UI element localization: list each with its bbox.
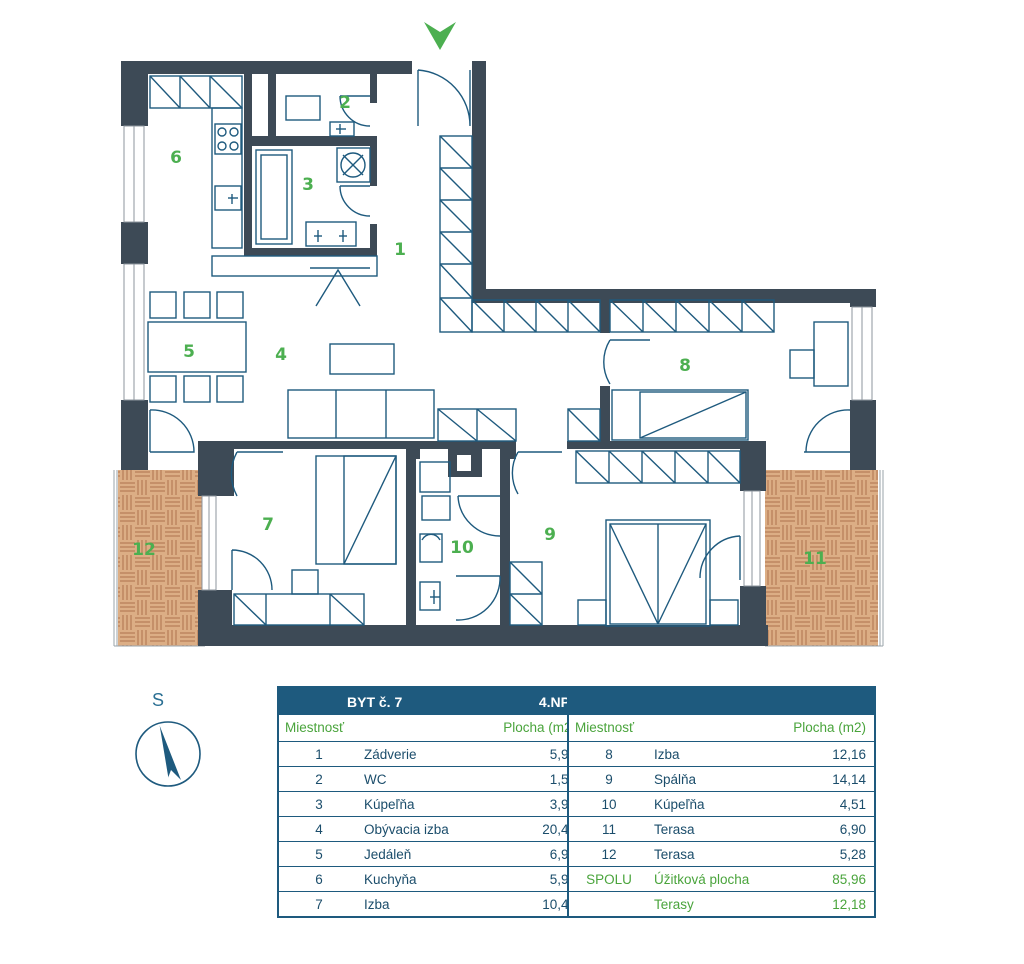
room-label-4: 4 <box>275 345 287 365</box>
row-name: WC <box>364 772 387 787</box>
row-name: Obývacia izba <box>364 822 449 837</box>
row-number: 11 <box>601 822 616 837</box>
compass: S <box>130 690 210 790</box>
room-table-left: BYT č. 7 4.NP Miestnosť Plocha (m2) 1 Zád… <box>277 686 586 918</box>
room-label-10: 10 <box>450 538 474 558</box>
table-row: 8 Izba 12,16 <box>569 741 874 766</box>
room-label-11: 11 <box>803 549 827 569</box>
total-label: SPOLU <box>586 872 632 887</box>
furniture <box>147 291 849 627</box>
row-name: Spálňa <box>654 772 697 787</box>
row-area: 12,16 <box>832 747 866 762</box>
total-row: SPOLU Úžitková plocha 85,96 <box>569 866 874 891</box>
column-headers: Miestnosť Plocha (m2) <box>279 715 584 741</box>
row-name: Kuchyňa <box>364 872 417 887</box>
row-number: 7 <box>315 897 323 912</box>
doors <box>149 69 851 621</box>
row-name: Kúpeľňa <box>654 797 705 812</box>
column-room: Miestnosť <box>285 720 345 735</box>
row-number: 5 <box>315 847 323 862</box>
kitchen-fixtures <box>211 123 378 307</box>
row-area: 5,28 <box>839 847 866 862</box>
floor-plan: 1 2 3 4 5 6 7 8 9 10 11 12 <box>113 22 884 647</box>
table-header: BYT č. 7 4.NP <box>279 688 584 715</box>
row-name: Kúpeľňa <box>364 797 415 812</box>
terraces-row: Terasy 12,18 <box>569 891 874 916</box>
row-name: Zádverie <box>364 747 417 762</box>
row-name: Izba <box>364 897 390 912</box>
terrace-12 <box>118 470 205 646</box>
total-area: 85,96 <box>832 872 866 887</box>
column-room: Miestnosť <box>575 720 635 735</box>
table-row: 10 Kúpeľňa 4,51 <box>569 791 874 816</box>
table-row: 11 Terasa 6,90 <box>569 816 874 841</box>
row-number: 1 <box>315 747 323 762</box>
compass-label: S <box>151 690 164 710</box>
terrace-11 <box>765 470 878 646</box>
row-number: 2 <box>315 772 323 787</box>
row-number: 4 <box>315 822 323 837</box>
cabinets <box>149 75 775 626</box>
table-header <box>569 688 874 715</box>
entrance-arrow-icon <box>424 22 456 50</box>
row-number: 3 <box>315 797 323 812</box>
total-name: Úžitková plocha <box>654 872 750 887</box>
column-headers: Miestnosť Plocha (m2) <box>569 715 874 741</box>
row-area: 14,14 <box>832 772 866 787</box>
terraces-area: 12,18 <box>832 897 866 912</box>
row-area: 4,51 <box>839 797 866 812</box>
row-number: 6 <box>315 872 323 887</box>
row-area: 6,90 <box>839 822 866 837</box>
table-row: 12 Terasa 5,28 <box>569 841 874 866</box>
row-name: Izba <box>654 747 680 762</box>
row-number: 8 <box>605 747 613 762</box>
compass-needle-icon <box>135 721 201 787</box>
room-label-9: 9 <box>544 525 556 545</box>
row-name: Jedáleň <box>364 847 412 862</box>
room-label-6: 6 <box>170 148 182 168</box>
room-label-2: 2 <box>339 93 351 113</box>
column-area: Plocha (m2) <box>503 720 576 735</box>
row-number: 9 <box>605 772 613 787</box>
table-row: 9 Spálňa 14,14 <box>569 766 874 791</box>
column-area: Plocha (m2) <box>793 720 866 735</box>
room-label-12: 12 <box>132 540 156 560</box>
row-name: Terasa <box>654 847 695 862</box>
walls <box>121 61 876 646</box>
terraces-name: Terasy <box>654 897 694 912</box>
floor-label: 4.NP <box>538 694 570 710</box>
room-label-7: 7 <box>262 515 274 535</box>
row-number: 12 <box>601 847 617 862</box>
room-label-3: 3 <box>302 175 314 195</box>
room-label-1: 1 <box>394 240 406 260</box>
row-name: Terasa <box>654 822 695 837</box>
row-number: 10 <box>601 797 617 812</box>
room-table-right: Miestnosť Plocha (m2) 8 Izba 12,16 9 Spálňa… <box>567 686 876 918</box>
apartment-title: BYT č. 7 <box>347 694 403 710</box>
room-label-5: 5 <box>183 342 195 362</box>
room-label-8: 8 <box>679 356 691 376</box>
bathroom-fixtures <box>255 95 451 611</box>
